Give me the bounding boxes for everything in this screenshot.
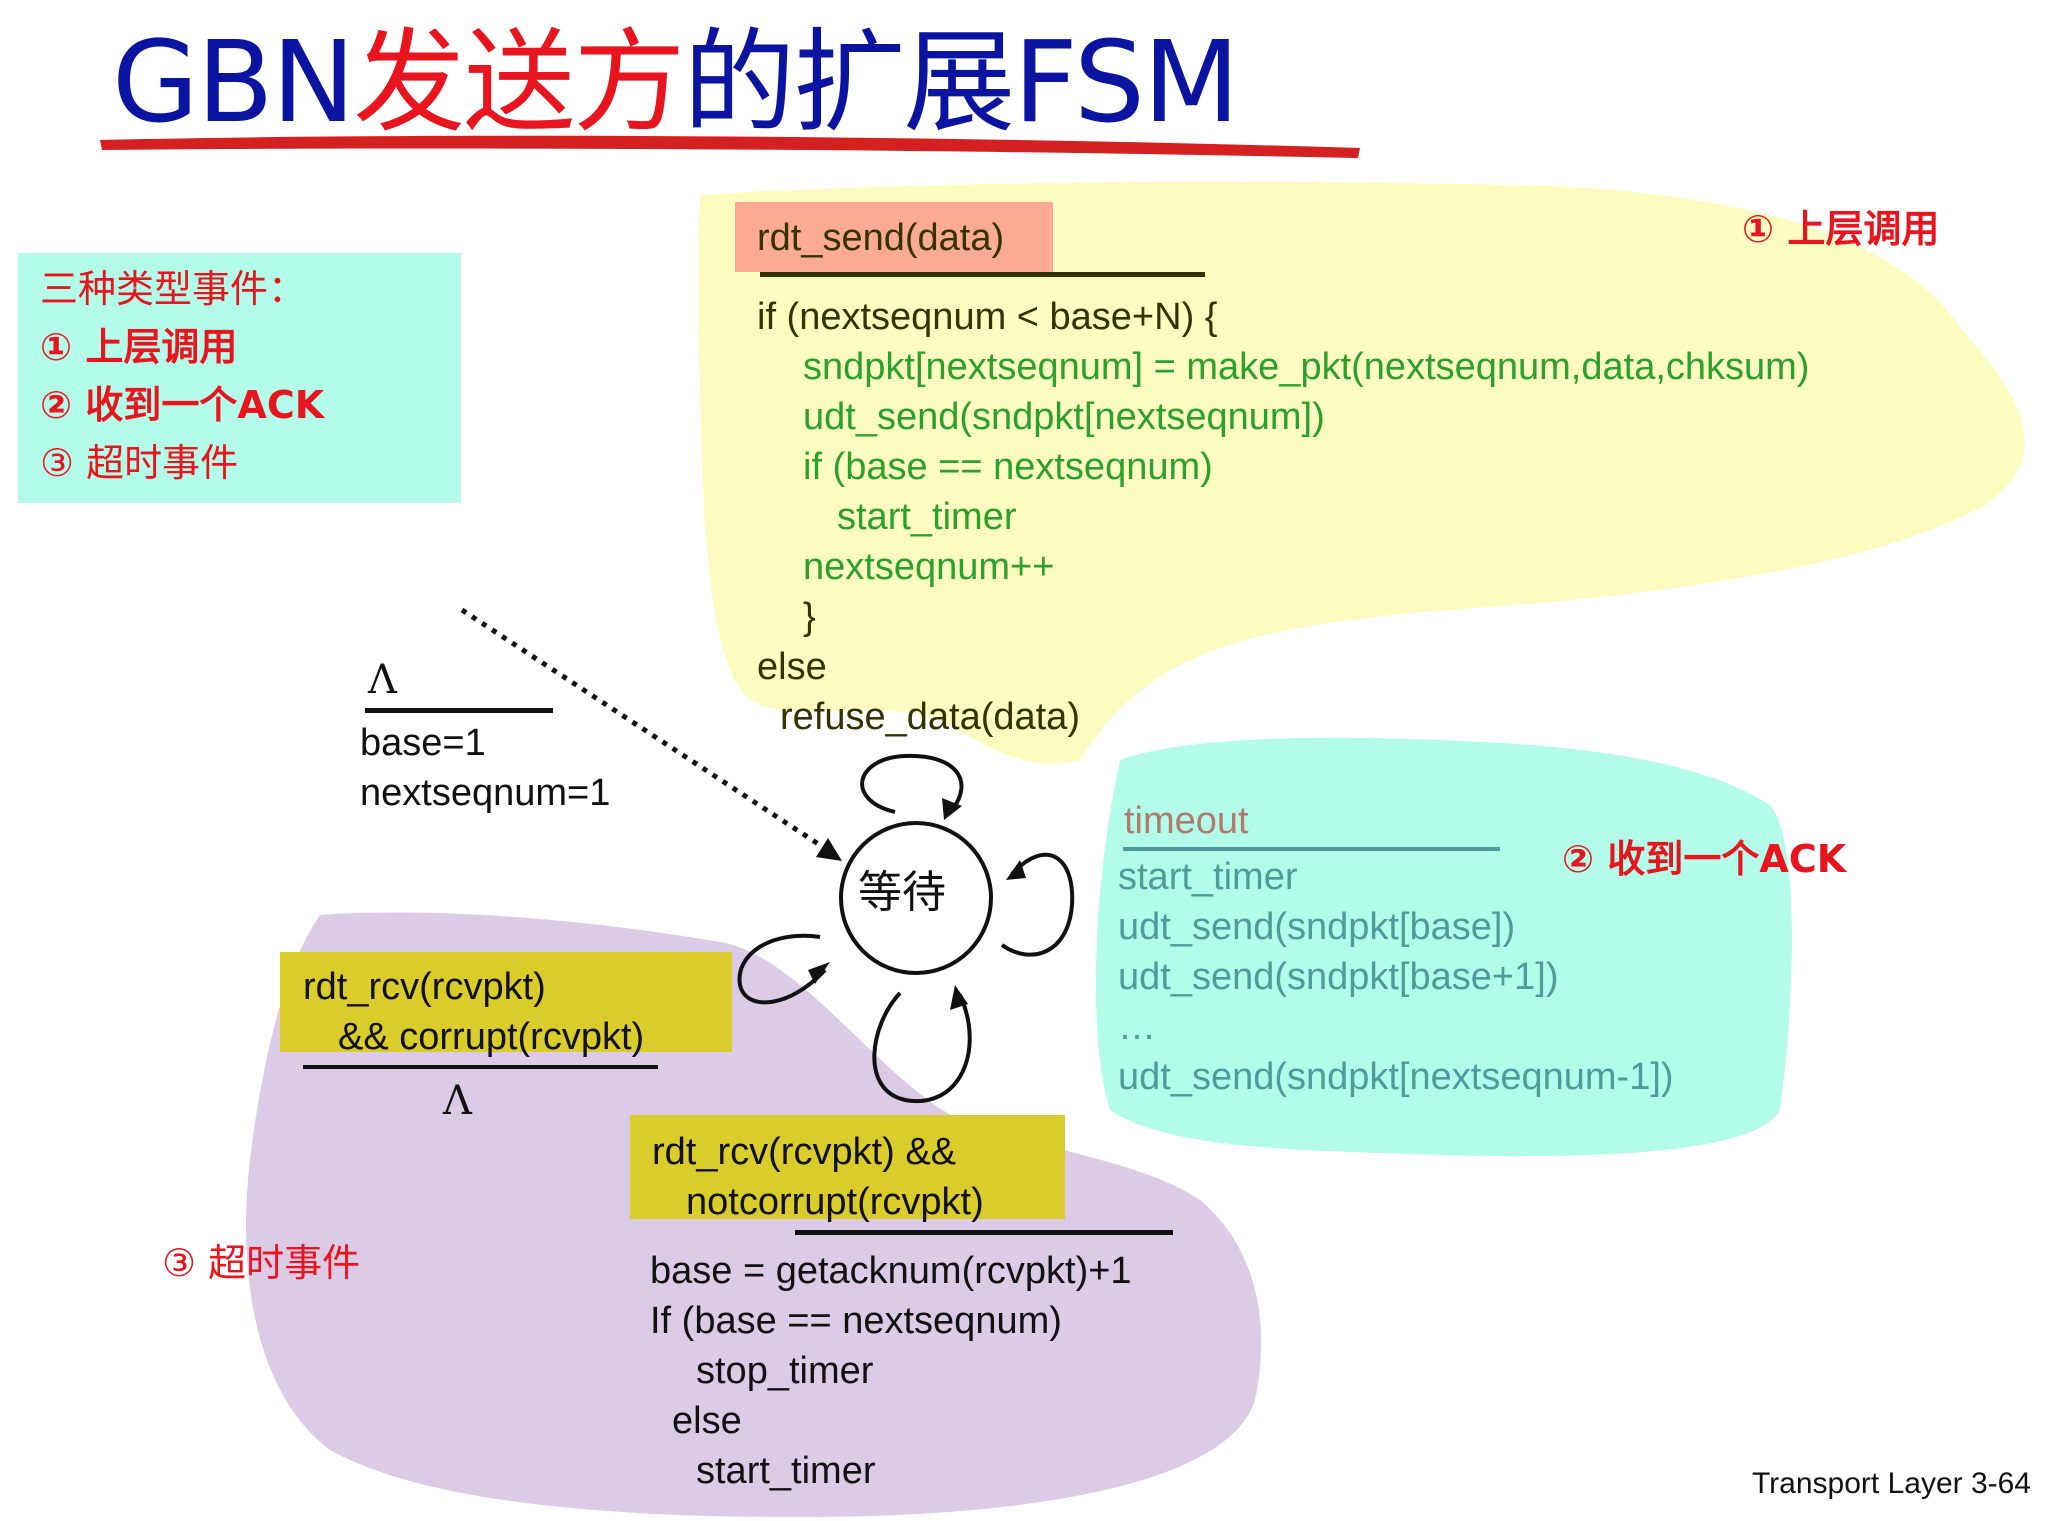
send-action-increment: nextseqnum++	[803, 546, 1055, 588]
timeout-divider	[1123, 847, 1500, 851]
timeout-action-start-timer: start_timer	[1118, 856, 1298, 898]
title-underline	[100, 135, 1360, 158]
send-action-make-pkt: sndpkt[nextseqnum] = make_pkt(nextseqnum…	[803, 346, 1810, 388]
region-label-timeout: ③ 超时事件	[162, 1241, 361, 1285]
send-action-close-brace: }	[803, 596, 816, 638]
init-action-base: base=1	[360, 722, 486, 764]
title-part-3: 的扩展FSM	[683, 18, 1239, 148]
send-event: rdt_send(data)	[757, 217, 1005, 259]
send-action-refuse: refuse_data(data)	[780, 696, 1080, 738]
ack-action-start-timer: start_timer	[696, 1450, 876, 1492]
title-part-1: GBN	[112, 18, 355, 148]
send-action-udt-send: udt_send(sndpkt[nextseqnum])	[803, 396, 1325, 438]
send-event-highlight	[735, 202, 1053, 272]
send-action-if: if (nextseqnum < base+N) {	[757, 296, 1218, 338]
init-divider	[365, 708, 553, 713]
legend-box	[18, 253, 461, 503]
send-action-start-timer: start_timer	[837, 496, 1017, 538]
ack-action-stop-timer: stop_timer	[696, 1350, 874, 1392]
yellow-region	[698, 181, 2025, 764]
ack-action-else: else	[672, 1400, 742, 1442]
region-label-upper-call: ① 上层调用	[1742, 207, 1940, 251]
corrupt-event-line-2: && corrupt(rcvpkt)	[338, 1016, 645, 1058]
slide-footer: Transport Layer 3-64	[1751, 1467, 2031, 1500]
initial-arrowhead	[816, 838, 842, 861]
corrupt-loop-arrowhead	[808, 962, 830, 984]
timeout-event: timeout	[1124, 800, 1249, 842]
ack-event-line-1: rdt_rcv(rcvpkt) &&	[652, 1131, 957, 1173]
ack-action-if: If (base == nextseqnum)	[650, 1300, 1062, 1342]
init-event-lambda: Λ	[368, 657, 397, 703]
timeout-loop-arrowhead	[1006, 860, 1026, 880]
ack-event-line-2: notcorrupt(rcvpkt)	[686, 1181, 984, 1223]
timeout-action-send-base-plus-1: udt_send(sndpkt[base+1])	[1118, 956, 1559, 998]
cyan-region	[1095, 737, 1792, 1157]
timeout-action-send-base: udt_send(sndpkt[base])	[1118, 906, 1516, 948]
send-loop-arrowhead	[942, 798, 962, 820]
corrupt-event-line-1: rdt_rcv(rcvpkt)	[303, 966, 546, 1008]
send-action-else: else	[757, 646, 827, 688]
corrupt-self-loop	[737, 933, 827, 1005]
ack-event-highlight	[630, 1115, 1065, 1219]
initial-arrow	[460, 607, 834, 856]
legend-item-upper-call: ① 上层调用	[40, 325, 238, 369]
wait-state-circle	[839, 821, 993, 975]
ack-loop-arrowhead	[950, 985, 968, 1010]
timeout-self-loop	[1000, 852, 1075, 957]
send-self-loop	[860, 753, 964, 814]
corrupt-divider	[303, 1065, 658, 1069]
send-divider	[760, 272, 1205, 277]
init-action-nextseqnum: nextseqnum=1	[360, 772, 611, 814]
ack-action-base: base = getacknum(rcvpkt)+1	[650, 1250, 1132, 1292]
timeout-action-send-last: udt_send(sndpkt[nextseqnum-1])	[1118, 1056, 1674, 1098]
legend-item-ack: ② 收到一个ACK	[40, 383, 325, 427]
ack-self-loop	[872, 991, 972, 1104]
corrupt-event-highlight	[280, 952, 732, 1052]
wait-state-label: 等待	[858, 867, 946, 918]
legend-heading: 三种类型事件：	[40, 267, 307, 311]
region-label-ack: ② 收到一个ACK	[1562, 837, 1847, 881]
page-title: GBN发送方的扩展FSM	[112, 18, 1240, 148]
legend-item-timeout: ③ 超时事件	[40, 441, 239, 485]
corrupt-action-lambda: Λ	[443, 1078, 472, 1124]
ack-divider	[795, 1230, 1173, 1235]
send-action-if-base: if (base == nextseqnum)	[803, 446, 1213, 488]
timeout-action-ellipsis: …	[1118, 1006, 1156, 1048]
title-part-2: 发送方	[353, 18, 685, 148]
